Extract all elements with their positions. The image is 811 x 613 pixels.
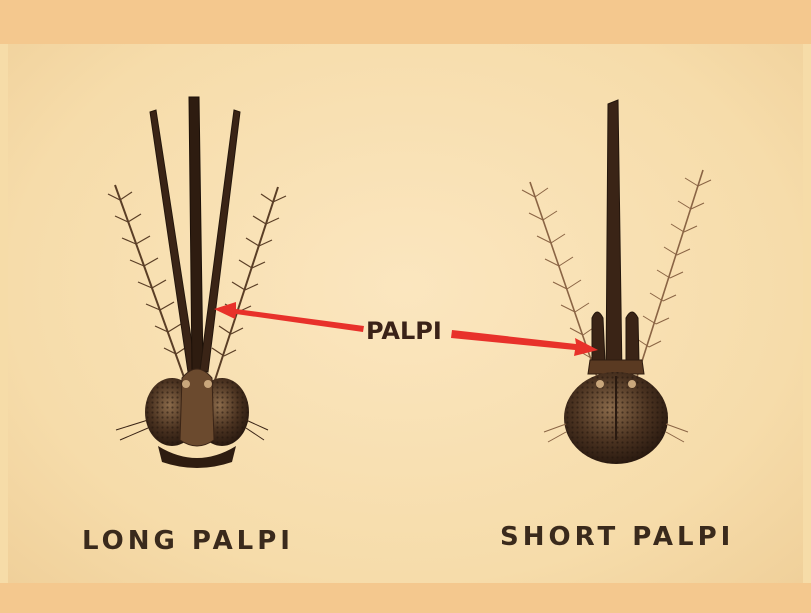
short-palpi-caption: SHORT PALPI [500, 522, 734, 552]
long-palpi-head [108, 97, 286, 468]
right-antenna-right [636, 170, 711, 380]
arrow-to-short-palpi [451, 330, 598, 356]
long-palpi-caption: LONG PALPI [82, 526, 294, 556]
palpi-label: PALPI [366, 317, 442, 345]
right-short-palp-right [626, 312, 639, 362]
right-proboscis [606, 100, 622, 376]
right-short-palp-left [592, 312, 605, 362]
short-palpi-head [522, 100, 711, 464]
left-proboscis [189, 97, 203, 370]
